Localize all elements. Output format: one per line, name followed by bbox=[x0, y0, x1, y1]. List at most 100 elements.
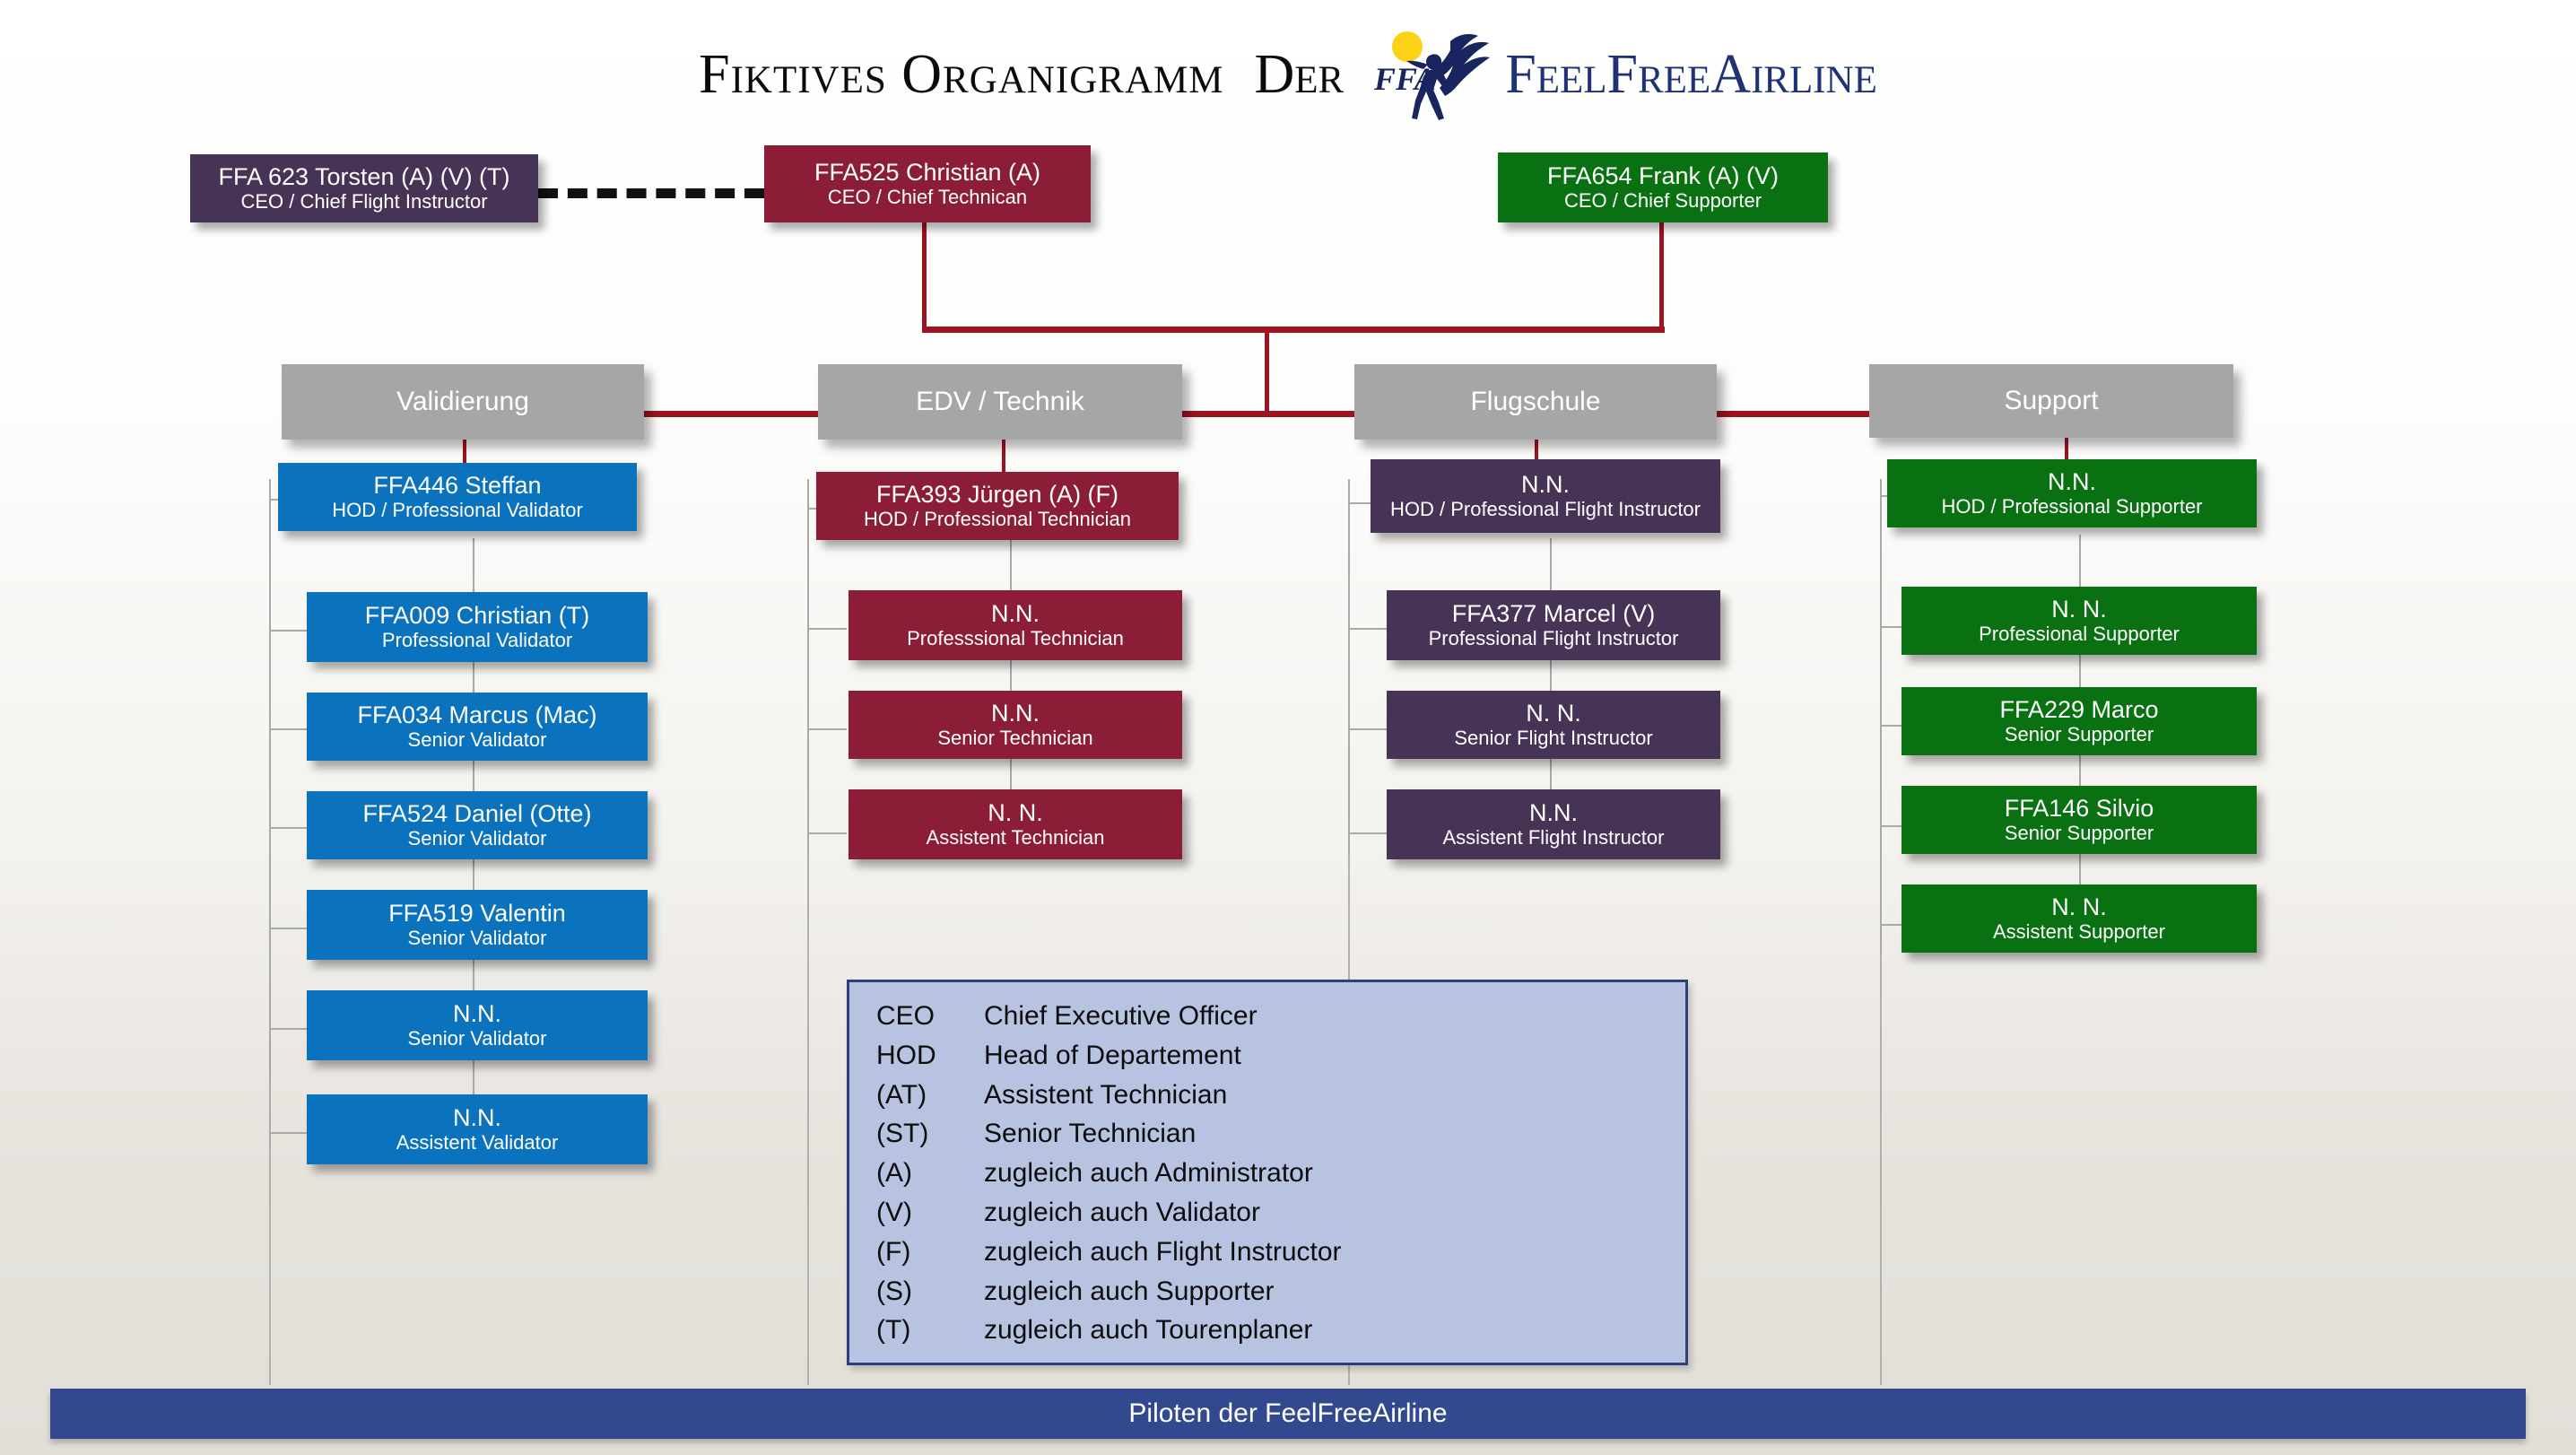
bracket-stub bbox=[1348, 628, 1388, 630]
member-name: FFA519 Valentin bbox=[388, 900, 566, 928]
bracket-stub bbox=[1348, 502, 1388, 504]
bracket-flugschule bbox=[1348, 479, 1350, 856]
member-box-ffa446-steffan[interactable]: FFA446 Steffan HOD / Professional Valida… bbox=[278, 463, 637, 531]
member-role: Professional Flight Instructor bbox=[1428, 627, 1679, 650]
bracket-stub bbox=[1880, 825, 1919, 827]
bracket-stub bbox=[1348, 832, 1388, 834]
bracket-stub bbox=[269, 1132, 309, 1134]
exec-box-torsten[interactable]: FFA 623 Torsten (A) (V) (T) CEO / Chief … bbox=[190, 154, 538, 222]
member-name: FFA393 Jürgen (A) (F) bbox=[875, 481, 1119, 509]
member-name: N.N. bbox=[453, 1000, 501, 1028]
legend-desc: zugleich auch Administrator bbox=[984, 1158, 1313, 1189]
member-box-ffa009-christian[interactable]: FFA009 Christian (T) Professional Valida… bbox=[307, 592, 648, 662]
member-role: Senior Technician bbox=[937, 727, 1093, 750]
member-name: N. N. bbox=[988, 799, 1043, 827]
member-role: Senior Validator bbox=[407, 728, 547, 752]
bracket-support bbox=[1880, 479, 1882, 954]
brand-text: FeelFreeAirline bbox=[1505, 43, 1877, 105]
ffa-winged-figure-logo: FFA bbox=[1365, 25, 1500, 124]
member-box-ffa146-silvio[interactable]: FFA146 Silvio Senior Supporter bbox=[1902, 786, 2257, 854]
connector-vertical-ceo-tech bbox=[922, 222, 927, 330]
member-box-validierung-assistent-nn[interactable]: N.N. Assistent Validator bbox=[307, 1094, 648, 1164]
bracket-stub bbox=[807, 628, 847, 630]
spine-flugschule bbox=[1348, 479, 1350, 1385]
member-name: N.N. bbox=[991, 600, 1040, 628]
member-box-ffa393-juergen[interactable]: FFA393 Jürgen (A) (F) HOD / Professional… bbox=[816, 472, 1179, 540]
dept-header-flugschule[interactable]: Flugschule bbox=[1354, 364, 1717, 440]
chain-edv bbox=[1010, 538, 1012, 834]
exec-name: FFA 623 Torsten (A) (V) (T) bbox=[218, 163, 510, 191]
connector-stub-edv bbox=[1002, 447, 1005, 477]
exec-role: CEO / Chief Supporter bbox=[1563, 189, 1762, 213]
member-role: Professional Supporter bbox=[1979, 623, 2180, 646]
member-box-edv-senior-nn[interactable]: N.N. Senior Technician bbox=[849, 691, 1182, 759]
member-role: Professsional Technician bbox=[907, 627, 1124, 650]
member-box-ffa377-marcel[interactable]: FFA377 Marcel (V) Professional Flight In… bbox=[1387, 590, 1720, 660]
bracket-edv bbox=[807, 479, 809, 856]
member-box-support-assistent-nn[interactable]: N. N. Assistent Supporter bbox=[1902, 884, 2257, 953]
member-name: FFA377 Marcel (V) bbox=[1451, 600, 1656, 628]
dept-header-support[interactable]: Support bbox=[1869, 364, 2233, 438]
member-role: Senior Supporter bbox=[2004, 822, 2154, 845]
member-box-ffa034-marcus[interactable]: FFA034 Marcus (Mac) Senior Validator bbox=[307, 693, 648, 761]
member-name: N.N. bbox=[991, 700, 1040, 728]
dept-header-edv[interactable]: EDV / Technik bbox=[818, 364, 1182, 440]
legend-abbr: (F) bbox=[876, 1236, 911, 1267]
exec-box-frank[interactable]: FFA654 Frank (A) (V) CEO / Chief Support… bbox=[1498, 152, 1828, 222]
member-box-flugschule-assistent-nn[interactable]: N.N. Assistent Flight Instructor bbox=[1387, 789, 1720, 859]
legend-row: CEO Chief Executive Officer bbox=[849, 997, 1685, 1036]
member-box-support-professional-nn[interactable]: N. N. Professional Supporter bbox=[1902, 587, 2257, 655]
exec-role: CEO / Chief Flight Instructor bbox=[240, 190, 488, 213]
member-box-flugschule-hod-nn[interactable]: N.N. HOD / Professional Flight Instructo… bbox=[1371, 459, 1720, 533]
member-role: HOD / Professional Supporter bbox=[1941, 495, 2203, 518]
member-role: Assistent Validator bbox=[396, 1131, 559, 1154]
connector-horizontal-exec bbox=[922, 327, 1665, 333]
member-box-ffa524-daniel[interactable]: FFA524 Daniel (Otte) Senior Validator bbox=[307, 791, 648, 859]
member-role: Senior Validator bbox=[407, 927, 547, 950]
bracket-stub bbox=[1880, 924, 1919, 926]
legend-abbr: (ST) bbox=[876, 1119, 929, 1149]
logo-text: FFA bbox=[1373, 61, 1436, 97]
bracket-stub bbox=[269, 728, 309, 730]
legend-desc: zugleich auch Tourenplaner bbox=[984, 1315, 1313, 1346]
legend-row: (T) zugleich auch Tourenplaner bbox=[849, 1311, 1685, 1350]
legend-abbr: (V) bbox=[876, 1197, 912, 1227]
footer-bar[interactable]: Piloten der FeelFreeAirline bbox=[50, 1389, 2526, 1439]
legend-row: (ST) Senior Technician bbox=[849, 1114, 1685, 1154]
member-box-support-hod-nn[interactable]: N.N. HOD / Professional Supporter bbox=[1887, 459, 2257, 527]
member-box-ffa229-marco[interactable]: FFA229 Marco Senior Supporter bbox=[1902, 687, 2257, 755]
exec-box-christian[interactable]: FFA525 Christian (A) CEO / Chief Technic… bbox=[764, 145, 1091, 222]
member-name: N. N. bbox=[2051, 596, 2107, 623]
member-role: Assistent Technician bbox=[926, 826, 1105, 849]
member-box-ffa519-valentin[interactable]: FFA519 Valentin Senior Validator bbox=[307, 890, 648, 960]
member-name: N. N. bbox=[1526, 700, 1581, 728]
member-box-edv-professional-nn[interactable]: N.N. Professsional Technician bbox=[849, 590, 1182, 660]
member-name: FFA009 Christian (T) bbox=[364, 602, 590, 630]
bracket-stub bbox=[269, 928, 309, 929]
dashed-connector bbox=[538, 188, 764, 198]
legend-row: (S) zugleich auch Supporter bbox=[849, 1272, 1685, 1311]
member-name: N.N. bbox=[1521, 471, 1570, 499]
legend-abbr: (S) bbox=[876, 1276, 912, 1306]
member-box-validierung-senior-nn[interactable]: N.N. Senior Validator bbox=[307, 990, 648, 1060]
member-role: Senior Flight Instructor bbox=[1454, 727, 1653, 750]
dept-header-validierung[interactable]: Validierung bbox=[282, 364, 644, 440]
member-name: FFA146 Silvio bbox=[2004, 795, 2154, 823]
bracket-stub bbox=[807, 728, 847, 730]
legend-abbr: (AT) bbox=[876, 1079, 927, 1110]
connector-stub-validierung bbox=[463, 447, 466, 477]
member-role: Senior Supporter bbox=[2004, 723, 2154, 746]
legend-row: (A) zugleich auch Administrator bbox=[849, 1154, 1685, 1193]
dept-label: Support bbox=[2004, 386, 2099, 415]
legend-desc: zugleich auch Flight Instructor bbox=[984, 1236, 1342, 1267]
member-box-edv-assistent-nn[interactable]: N. N. Assistent Technician bbox=[849, 789, 1182, 859]
dept-label: Flugschule bbox=[1470, 387, 1601, 416]
member-box-flugschule-senior-nn[interactable]: N. N. Senior Flight Instructor bbox=[1387, 691, 1720, 759]
legend-desc: Head of Departement bbox=[984, 1040, 1241, 1070]
member-role: HOD / Professional Flight Instructor bbox=[1389, 498, 1701, 521]
exec-name: FFA525 Christian (A) bbox=[814, 159, 1041, 187]
member-role: Professional Validator bbox=[381, 629, 573, 652]
member-name: N.N. bbox=[2048, 468, 2096, 496]
bracket-stub bbox=[269, 827, 309, 829]
